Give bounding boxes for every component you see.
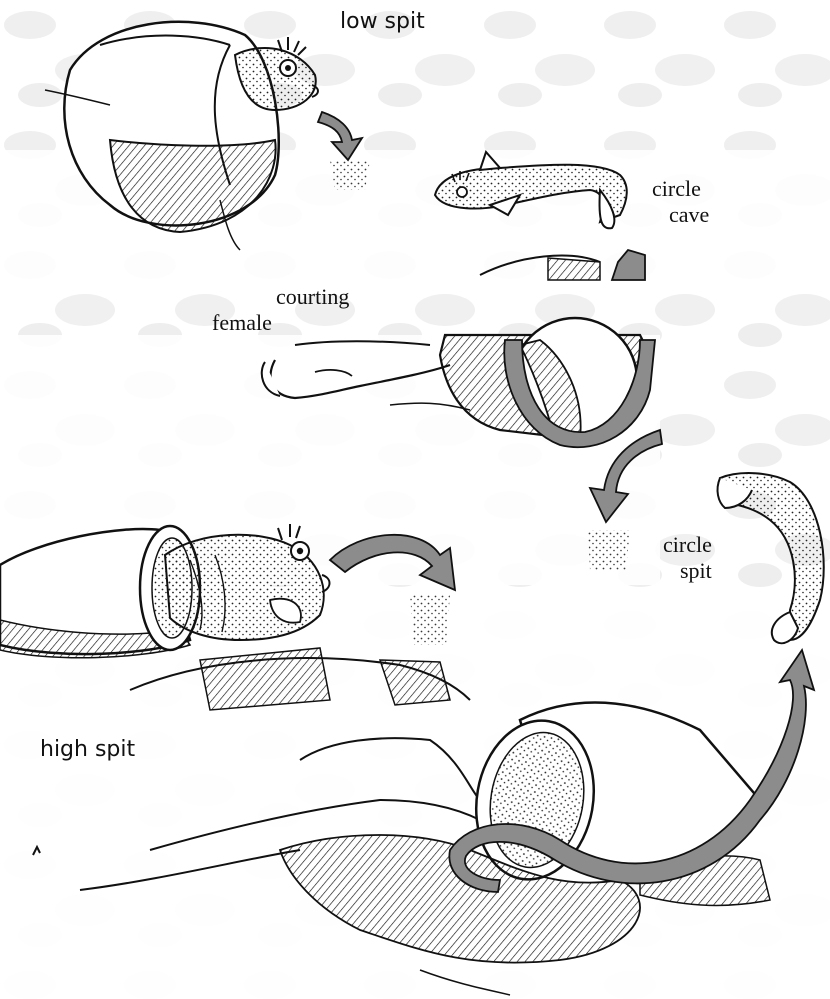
circle-spit-label-line1: circle bbox=[663, 532, 712, 557]
spit-particles bbox=[330, 160, 370, 190]
female-label: female bbox=[212, 310, 272, 335]
high-spit-rock-hatch bbox=[200, 648, 330, 710]
fish-pupil bbox=[285, 65, 291, 71]
high-spit-label: high spit bbox=[40, 737, 135, 762]
circle-spit-label-line2: spit bbox=[680, 558, 712, 583]
circle-cave-label-line2: cave bbox=[669, 202, 709, 227]
cave-fragment-hatch bbox=[548, 258, 600, 280]
spit-particles bbox=[410, 595, 450, 645]
courting-label: courting bbox=[276, 284, 349, 309]
fish-pupil bbox=[297, 548, 303, 554]
low-spit-label: low spit bbox=[340, 9, 425, 34]
circle-cave-label-line1: circle bbox=[652, 176, 701, 201]
fish-eye bbox=[457, 187, 467, 197]
spit-particles bbox=[588, 530, 630, 570]
